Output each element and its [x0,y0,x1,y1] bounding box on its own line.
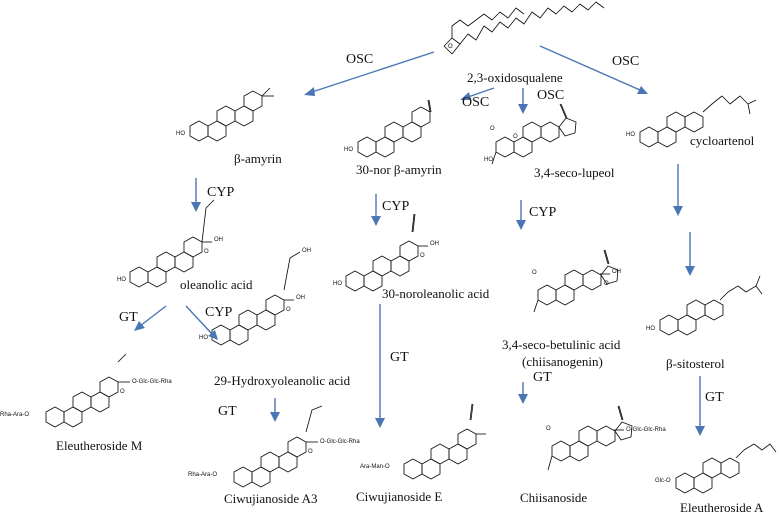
ciwujianoside-a3-label: Ciwujianoside A3 [224,491,318,506]
enzyme-gt-label: GT [390,350,409,365]
ciwujianoside-a3-structure [234,405,323,487]
arrow-to-cycloartenol [539,45,641,91]
arrow-to-eleutheroside-m [139,305,167,327]
lactone-oxygen-label: O [546,426,551,432]
carboxyl-o-label: O [286,307,291,313]
seco-betulinic-acid-label: 3,4-seco-betulinic acid [502,337,621,352]
ciwujianoside-e-structure [404,403,486,479]
carbonyl-o-label: O [120,389,125,395]
enzyme-gt-label: GT [119,310,138,325]
oxidosqualene-label: 2,3-oxidosqualene [467,70,563,85]
cycloartenol-label: cycloartenol [690,133,755,148]
hydroxyl-label: HO [484,157,493,163]
hydroxyl-label: HO [626,132,635,138]
carboxyl-oh-label: OH [296,295,305,301]
ring-oxygen-label: O [513,134,518,140]
carboxyl-oh-label: OH [612,269,621,275]
noroleanolic-acid-structure [346,213,428,291]
beta-amyrin-label: β-amyrin [234,151,282,166]
enzyme-osc-label: OSC [537,88,565,103]
enzyme-osc-label: OSC [612,54,640,69]
seco-lupeol-label: 3,4-seco-lupeol [534,165,615,180]
carbonyl-o-label: O [308,449,313,455]
oxidosqualene-structure [443,1,605,55]
enzyme-cyp-label: CYP [205,305,233,320]
beta-sitosterol-structure [659,275,763,336]
enzyme-osc-label: OSC [346,52,374,67]
hydroxyl-label: OH [302,248,311,254]
eleutheroside-a-structure [675,443,777,494]
enzyme-cyp-label: CYP [382,199,410,214]
eleutheroside-m-structure [46,353,130,427]
nor-beta-amyrin-structure [358,99,432,157]
chiisanogenin-label: (chiisanogenin) [522,354,603,369]
hydroxyoleanolic-acid-structure [212,251,301,345]
oleanolic-acid-structure [130,199,215,287]
hydroxyl-label: HO [176,131,185,137]
sugar-chain-label: O-Glc-Glc-Rha [626,427,666,433]
carboxyl-o-label: O [420,253,425,259]
enzyme-gt-label: GT [705,390,724,405]
lactone-oxygen-label: O [532,270,537,276]
hydroxyl-label: HO [344,147,353,153]
sugar-chain-label: Rha-Ara-O [0,412,30,418]
carboxyl-o-label: O [604,281,609,287]
carboxyl-oh-label: OH [214,237,223,243]
lactone-oxygen-label: O [490,126,495,132]
sugar-chain-label: O-Glc-Glc-Rha [320,439,360,445]
enzyme-osc-label: OSC [462,95,490,110]
noroleanolic-acid-label: 30-noroleanolic acid [382,286,490,301]
seco-lupeol-structure [491,103,576,165]
enzyme-gt-label: GT [533,370,552,385]
sugar-chain-label: Rha-Ara-O [188,472,218,478]
enzyme-cyp-label: CYP [529,205,557,220]
beta-sitosterol-label: β-sitosterol [666,356,725,371]
sugar-chain-label: Ara-Man-O [360,464,390,470]
hydroxyl-label: HO [199,335,208,341]
sugar-chain-label: O-Glc-Glc-Rha [132,379,172,385]
chiisanoside-label: Chiisanoside [520,490,588,505]
chiisanoside-structure [547,405,632,471]
oleanolic-acid-label: oleanolic acid [180,277,253,292]
beta-amyrin-structure [190,87,274,141]
carboxyl-oh-label: OH [430,241,439,247]
ciwujianoside-e-label: Ciwujianoside E [356,489,443,504]
enzyme-gt-label: GT [218,404,237,419]
carboxyl-o-label: O [204,249,209,255]
arrow-to-hydroxyoleanolic-acid [185,305,213,335]
hydroxyl-label: HO [646,326,655,332]
nor-beta-amyrin-label: 30-nor β-amyrin [356,162,442,177]
sugar-chain-label: Glc-O [655,478,671,484]
arrow-to-beta-amyrin [311,51,435,93]
epoxide-oxygen-label: O [448,44,453,50]
enzyme-cyp-label: CYP [207,185,235,200]
cycloartenol-structure [639,95,757,148]
eleutheroside-m-label: Eleutheroside M [56,438,143,453]
hydroxyoleanolic-acid-label: 29-Hydroxyoleanolic acid [214,373,351,388]
arrow-to-nor-beta-amyrin [467,87,495,98]
seco-betulinic-acid-structure [533,249,618,313]
hydroxyl-label: HO [333,281,342,287]
hydroxyl-label: HO [117,277,126,283]
eleutheroside-a-label: Eleutheroside A [680,500,764,513]
